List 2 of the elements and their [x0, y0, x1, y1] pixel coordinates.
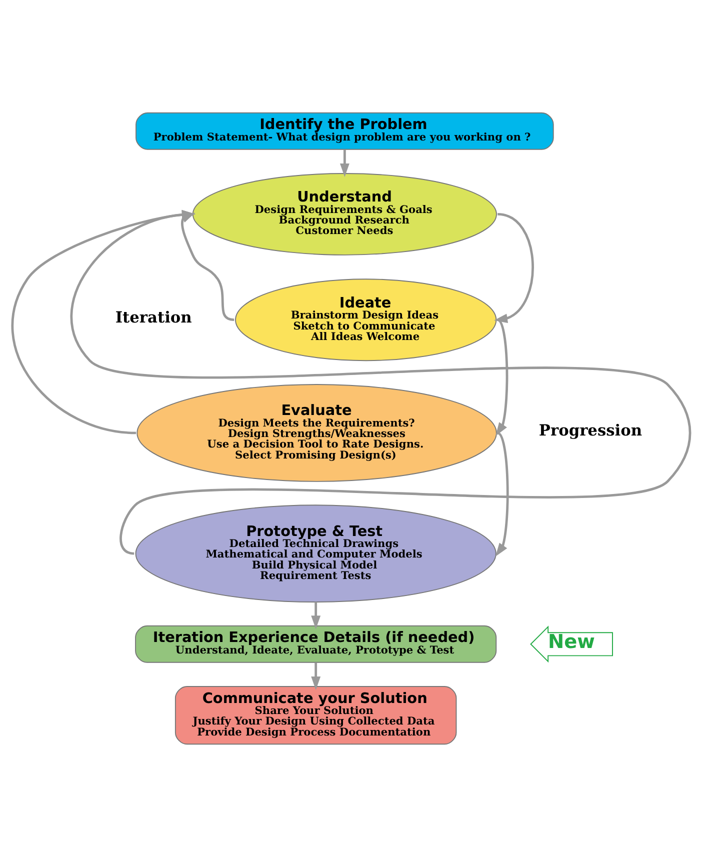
- label: Progression: [538, 422, 642, 440]
- label: Iteration: [115, 308, 192, 327]
